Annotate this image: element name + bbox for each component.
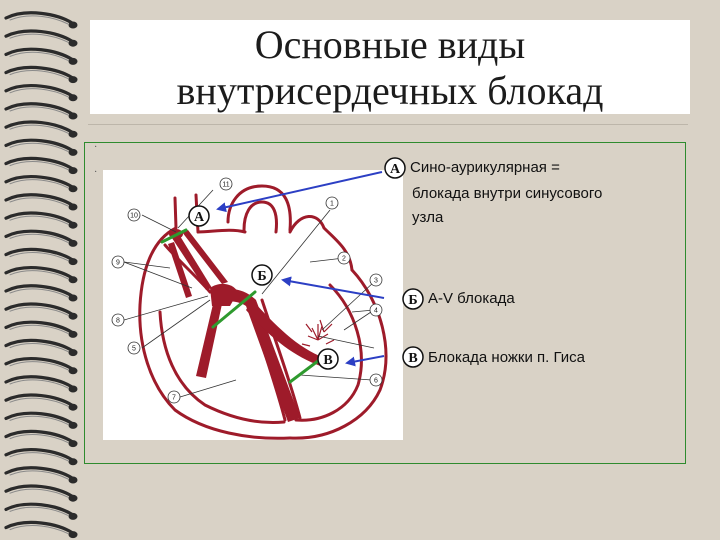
slide-title-line-1: Основные виды (254, 22, 526, 67)
marker-a-circle-text (384, 157, 406, 179)
internodal-pathway (168, 242, 192, 298)
marker-b-diagram: Б (257, 269, 266, 284)
arrow-a (216, 171, 383, 213)
diagram-number-circle (369, 303, 383, 317)
title-box: Основные виды внутрисердечных блокад (90, 20, 690, 114)
diagram-number-2: 2 (342, 256, 346, 263)
marker-a-diagram: А (194, 210, 205, 225)
lesion-mark-av-node (211, 290, 257, 329)
content-frame (84, 142, 686, 464)
marker-c-diagram: В (323, 353, 332, 368)
marker-c-circle-text (402, 346, 424, 368)
aorta-inner (242, 200, 278, 234)
diagram-number-circle (369, 373, 383, 387)
bullet-dot: · (94, 167, 98, 178)
av-node (210, 283, 238, 306)
heart-outline-right-atrium (138, 196, 292, 440)
marker-b-circle-text (402, 288, 424, 310)
marker-b-text: Б (408, 293, 417, 308)
diagram-number-9: 9 (116, 260, 120, 267)
slide-title-line-2: внутрисердечных блокад (176, 68, 604, 113)
left-ventricle-outline (288, 268, 388, 440)
internodal-pathway (172, 236, 212, 290)
diagram-number-8: 8 (116, 318, 120, 325)
block-a-line-1: Сино-аурикулярная = (410, 159, 560, 176)
diagram-number-circle (127, 208, 141, 222)
diagram-number-circle (111, 255, 125, 269)
diagram-number-3: 3 (374, 278, 378, 285)
diagram-number-circle (325, 196, 339, 210)
marker-c-circle-diagram (317, 348, 339, 370)
diagram-number-circle (167, 390, 181, 404)
diagram-number-circle (127, 341, 141, 355)
diagram-number-11: 11 (222, 182, 229, 189)
left-ventricle-inner (294, 283, 363, 422)
arrow-c (345, 355, 385, 367)
right-ventricle-inner (158, 310, 286, 424)
block-a-line-2: блокада внутри синусового (412, 185, 603, 202)
right-bundle-branch (196, 300, 222, 378)
lesion-mark-bundle-branch (288, 356, 324, 384)
block-c-label: Блокада ножки п. Гиса (428, 349, 585, 366)
marker-b-circle-diagram (251, 264, 273, 286)
conduction-bundle-his (212, 288, 300, 422)
diagram-number-10: 10 (130, 213, 138, 220)
marker-a-text: А (390, 162, 401, 177)
aorta-outline (226, 184, 292, 232)
diagram-number-5: 5 (132, 346, 136, 353)
internodal-pathway (182, 230, 228, 284)
diagram-number-6: 6 (374, 378, 378, 385)
block-a-line-3: узла (412, 209, 444, 226)
bullet-dot: · (94, 142, 98, 153)
diagram-number-circle (369, 273, 383, 287)
marker-c-text: В (408, 351, 417, 366)
interventricular-septum (260, 298, 302, 420)
block-b-label: A-V блокада (428, 290, 515, 307)
marker-a-circle-diagram (188, 205, 210, 227)
lesion-mark-sa-node (160, 228, 188, 244)
title-separator (88, 124, 688, 125)
diagram-number-4: 4 (374, 308, 378, 315)
arrow-b (281, 276, 385, 299)
diagram-number-1: 1 (330, 201, 334, 208)
diagram-number-circle (219, 177, 233, 191)
purkinje-fibers (301, 319, 335, 347)
heart-outline-svc (194, 193, 247, 234)
diagram-number-circle (337, 251, 351, 265)
diagram-number-circle (111, 313, 125, 327)
diagram-number-7: 7 (172, 395, 176, 402)
left-bundle-branch (246, 300, 330, 368)
